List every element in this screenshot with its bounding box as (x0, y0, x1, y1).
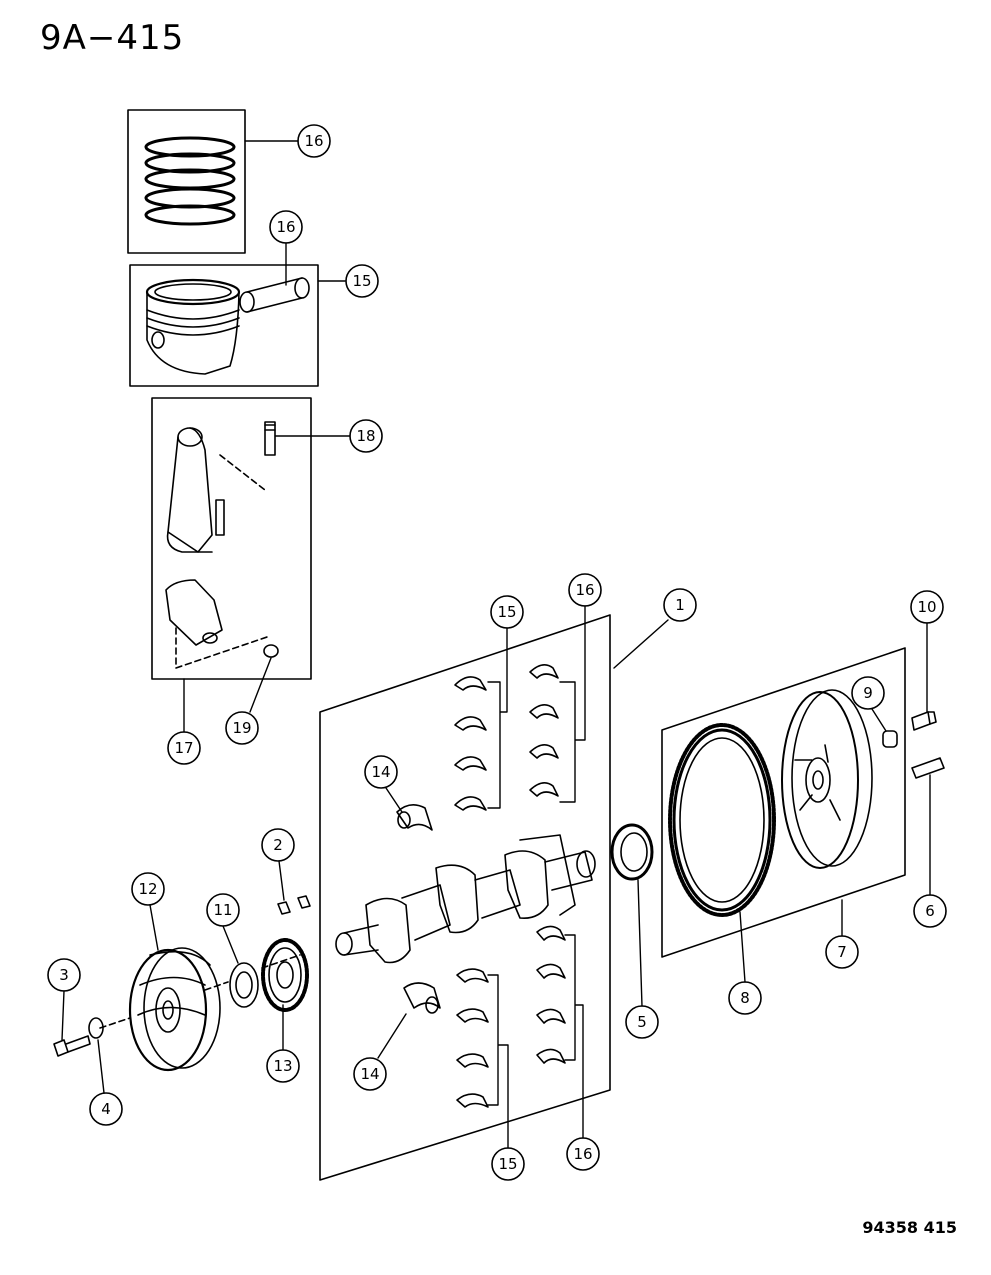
callout-c7: 7 (825, 935, 859, 969)
callout-label: 15 (497, 603, 516, 621)
callout-label: 4 (101, 1100, 111, 1118)
callout-c3: 3 (47, 958, 81, 992)
upper-rod-bearings (529, 664, 559, 797)
callout-c8: 8 (728, 981, 762, 1015)
callout-c18: 16 (269, 210, 303, 244)
flywheel (781, 689, 873, 869)
ring-gear (668, 723, 776, 917)
callout-c13: 13 (266, 1049, 300, 1083)
callout-c12: 12 (131, 872, 165, 906)
callout-c19: 16 (297, 124, 331, 158)
crank-sprocket (261, 938, 309, 1012)
callout-label: 11 (213, 901, 232, 919)
flywheel-panel (661, 647, 906, 958)
callout-c16b: 16 (566, 1137, 600, 1171)
assembly-centerline (99, 954, 301, 1029)
callout-c17: 15 (345, 264, 379, 298)
callout-label: 10 (917, 598, 936, 616)
callout-label: 8 (740, 989, 750, 1007)
upper-thrust-bearing (396, 804, 433, 831)
callout-c6: 6 (913, 894, 947, 928)
callout-c2: 2 (261, 828, 295, 862)
callout-c10: 10 (910, 590, 944, 624)
page-code: 9A−415 (40, 18, 185, 58)
crankshaft-kit-panel (319, 614, 611, 1181)
leader-lines (61, 140, 931, 1149)
callout-label: 7 (837, 943, 847, 961)
lower-main-bearings (456, 968, 489, 1108)
connecting-rod-assembly (151, 397, 312, 680)
callout-label: 9 (863, 684, 873, 702)
callout-c15b: 15 (491, 1147, 525, 1181)
callout-c4: 4 (89, 1092, 123, 1126)
callout-c16a: 16 (568, 573, 602, 607)
callout-label: 15 (352, 272, 371, 290)
callout-label: 3 (59, 966, 69, 984)
callout-label: 12 (138, 880, 157, 898)
lower-thrust-bearing (403, 982, 441, 1014)
callout-c20: 17 (167, 731, 201, 765)
callout-label: 14 (371, 763, 390, 781)
piston-assembly (129, 264, 319, 387)
callout-label: 16 (276, 218, 295, 236)
upper-main-bearings (454, 676, 487, 811)
callout-label: 19 (232, 719, 251, 737)
callout-c21: 18 (349, 419, 383, 453)
callout-label: 16 (575, 581, 594, 599)
callout-c11: 11 (206, 893, 240, 927)
damper-bolt (53, 1035, 91, 1057)
callout-label: 2 (273, 836, 283, 854)
callout-label: 13 (273, 1057, 292, 1075)
dowel (882, 730, 898, 748)
piston-pin (239, 277, 310, 313)
callout-label: 15 (498, 1155, 517, 1173)
callout-label: 16 (304, 132, 323, 150)
callout-label: 16 (573, 1145, 592, 1163)
piston-ring-set (127, 109, 246, 254)
callout-label: 5 (637, 1013, 647, 1031)
rear-main-seal (610, 823, 654, 881)
callout-c14b: 14 (353, 1057, 387, 1091)
callout-label: 17 (174, 739, 193, 757)
damper-washer (88, 1017, 104, 1039)
woodruff-keys (277, 895, 311, 915)
flywheel-bolt (911, 711, 937, 731)
dowel-pin (911, 757, 945, 779)
callout-c14a: 14 (364, 755, 398, 789)
crankshaft (335, 834, 596, 964)
callout-c1: 1 (663, 588, 697, 622)
drawing-number: 94358 415 (862, 1218, 957, 1237)
callout-c9: 9 (851, 676, 885, 710)
callout-label: 18 (356, 427, 375, 445)
callout-label: 6 (925, 902, 935, 920)
oil-slinger (229, 962, 259, 1008)
callout-c22: 19 (225, 711, 259, 745)
callout-label: 14 (360, 1065, 379, 1083)
lower-rod-bearings (536, 925, 566, 1064)
callout-c5: 5 (625, 1005, 659, 1039)
callout-label: 1 (675, 596, 685, 614)
callout-c15a: 15 (490, 595, 524, 629)
crankshaft-damper (128, 947, 221, 1072)
